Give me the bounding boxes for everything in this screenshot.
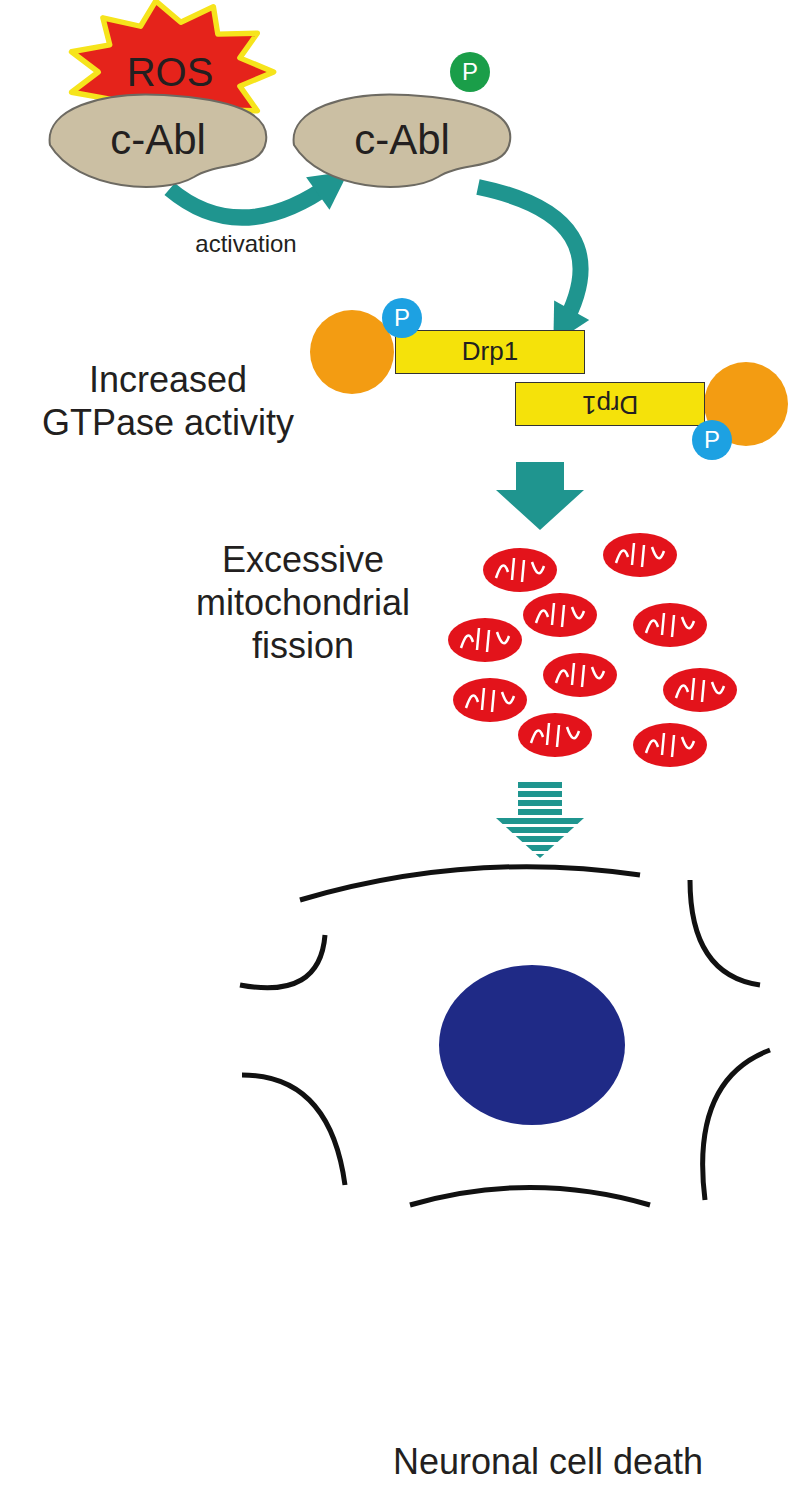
phospho-circle: P (692, 420, 732, 460)
gtpase-head (310, 310, 394, 394)
down-arrow (496, 462, 584, 530)
mitochondria-cluster (448, 533, 737, 767)
phospho-circle: P (382, 298, 422, 338)
drp1-bar: Drp1 (515, 382, 705, 426)
kinase-blob: c-Abl (42, 87, 274, 193)
node-text: c-Abl (110, 116, 206, 164)
node-text: c-Abl (354, 116, 450, 164)
edge-label: activation (193, 230, 298, 259)
curved-arrow (478, 187, 581, 326)
node-text: P (704, 426, 720, 454)
caption-label: Increased GTPase activity (28, 358, 308, 444)
kinase-blob: c-Abl (286, 87, 518, 193)
node-text: P (462, 58, 478, 86)
neuron-outline (240, 867, 770, 1205)
striped-arrow (496, 782, 584, 858)
phospho-circle: P (450, 52, 490, 92)
drp1-bar: Drp1 (395, 330, 585, 374)
caption-label: Neuronal cell death (300, 1440, 796, 1483)
node-text: P (394, 304, 410, 332)
blob-outline (50, 94, 267, 187)
node-text: Drp1 (462, 337, 518, 367)
nucleus (439, 965, 625, 1125)
caption-label: Excessive mitochondrial fission (178, 538, 428, 668)
blob-outline (294, 94, 511, 187)
node-text: ROS (127, 49, 214, 95)
node-text: Drp1 (582, 389, 638, 419)
curved-arrow (170, 183, 333, 218)
